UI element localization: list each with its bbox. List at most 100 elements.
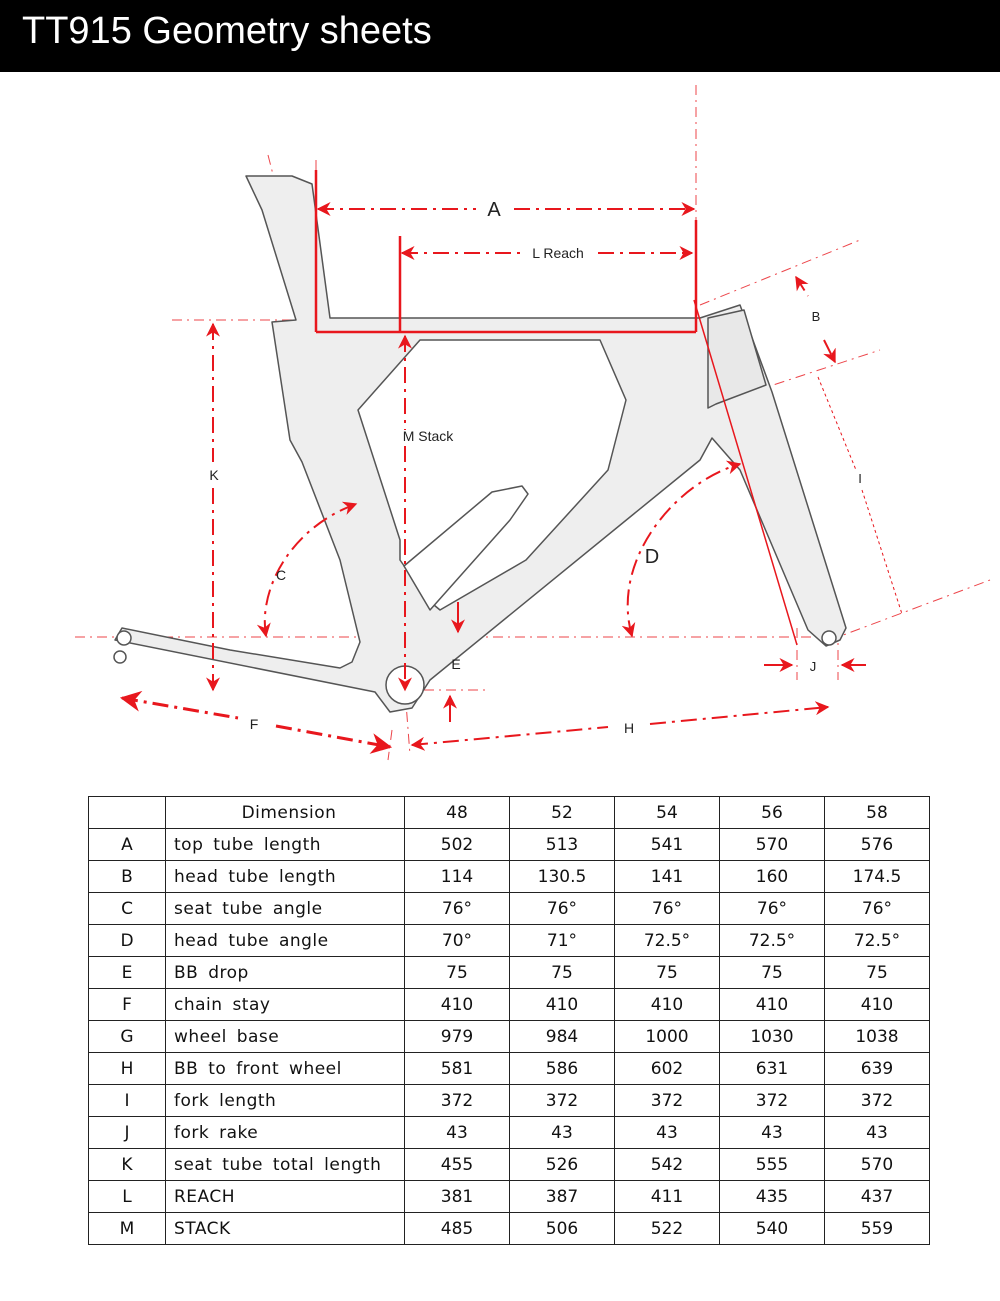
header-size-54: 54 [614,796,720,829]
row-value: 1030 [719,1020,825,1053]
geometry-table: Dimension 48 52 54 56 58 A top tube leng… [88,796,930,1245]
dimension-arrows [119,202,903,754]
table-row: C seat tube angle 76° 76° 76° 76° 76° [88,892,930,925]
row-value: 410 [824,988,930,1021]
label-f: F [250,716,259,732]
header-size-48: 48 [404,796,510,829]
row-value: 570 [824,1148,930,1181]
row-value: 984 [509,1020,615,1053]
table-row: F chain stay 410 410 410 410 410 [88,988,930,1021]
label-i: I [858,471,862,486]
row-value: 372 [614,1084,720,1117]
row-value: 979 [404,1020,510,1053]
label-c: C [276,567,286,583]
label-j: J [810,659,817,674]
row-dimension: BB drop [165,956,405,989]
table-row: D head tube angle 70° 71° 72.5° 72.5° 72… [88,924,930,957]
header-size-52: 52 [509,796,615,829]
row-value: 372 [824,1084,930,1117]
row-value: 387 [509,1180,615,1213]
row-value: 410 [614,988,720,1021]
row-value: 410 [404,988,510,1021]
row-value: 1038 [824,1020,930,1053]
row-value: 581 [404,1052,510,1085]
bike-frame [113,175,847,713]
table-row: K seat tube total length 455 526 542 555… [88,1148,930,1181]
row-value: 71° [509,924,615,957]
row-value: 559 [824,1212,930,1245]
row-value: 76° [509,892,615,925]
row-value: 485 [404,1212,510,1245]
row-value: 372 [509,1084,615,1117]
table-row: B head tube length 114 130.5 141 160 174… [88,860,930,893]
row-value: 542 [614,1148,720,1181]
row-value: 410 [719,988,825,1021]
header-size-56: 56 [719,796,825,829]
row-value: 43 [509,1116,615,1149]
row-value: 541 [614,828,720,861]
label-d: D [645,546,659,568]
row-value: 75 [719,956,825,989]
table-row: M STACK 485 506 522 540 559 [88,1212,930,1245]
row-dimension: fork length [165,1084,405,1117]
row-value: 76° [719,892,825,925]
row-value: 75 [614,956,720,989]
label-a: A [487,199,501,221]
row-value: 75 [509,956,615,989]
row-dimension: seat tube angle [165,892,405,925]
row-dimension: top tube length [165,828,405,861]
row-value: 555 [719,1148,825,1181]
row-value: 631 [719,1052,825,1085]
label-l-reach: L Reach [532,245,584,261]
table-row: G wheel base 979 984 1000 1030 1038 [88,1020,930,1053]
row-dimension: STACK [165,1212,405,1245]
row-value: 437 [824,1180,930,1213]
row-dimension: BB to front wheel [165,1052,405,1085]
row-value: 43 [719,1116,825,1149]
row-value: 522 [614,1212,720,1245]
label-b: B [812,309,821,324]
row-code: K [88,1148,166,1181]
row-code: J [88,1116,166,1149]
row-dimension: fork rake [165,1116,405,1149]
row-value: 513 [509,828,615,861]
reach-stack-lines [314,170,698,334]
page-title: TT915 Geometry sheets [22,10,432,52]
row-value: 75 [404,956,510,989]
row-code: E [88,956,166,989]
row-value: 586 [509,1052,615,1085]
row-value: 639 [824,1052,930,1085]
row-code: H [88,1052,166,1085]
header-size-58: 58 [824,796,930,829]
label-e: E [451,656,460,672]
row-value: 76° [404,892,510,925]
row-value: 130.5 [509,860,615,893]
row-value: 540 [719,1212,825,1245]
row-code: F [88,988,166,1021]
row-value: 76° [824,892,930,925]
row-value: 410 [509,988,615,1021]
row-dimension: chain stay [165,988,405,1021]
table-row: H BB to front wheel 581 586 602 631 639 [88,1052,930,1085]
row-dimension: head tube angle [165,924,405,957]
row-value: 76° [614,892,720,925]
row-value: 43 [404,1116,510,1149]
row-code: L [88,1180,166,1213]
row-value: 70° [404,924,510,957]
row-code: C [88,892,166,925]
row-code: M [88,1212,166,1245]
row-value: 372 [719,1084,825,1117]
row-value: 72.5° [824,924,930,957]
row-value: 576 [824,828,930,861]
row-value: 435 [719,1180,825,1213]
row-value: 72.5° [719,924,825,957]
row-value: 75 [824,956,930,989]
row-value: 141 [614,860,720,893]
label-k: K [209,467,219,483]
row-value: 502 [404,828,510,861]
row-dimension: wheel base [165,1020,405,1053]
table-row: A top tube length 502 513 541 570 576 [88,828,930,861]
table-header-row: Dimension 48 52 54 56 58 [88,796,930,829]
row-value: 114 [404,860,510,893]
row-dimension: head tube length [165,860,405,893]
